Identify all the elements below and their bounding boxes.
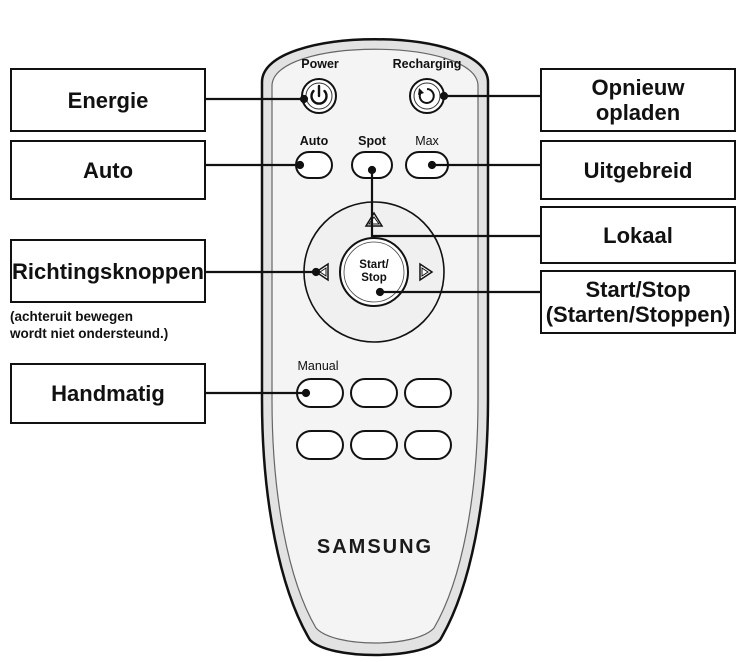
arrow-right-icon[interactable]	[419, 262, 434, 282]
auto-label: Auto	[299, 134, 329, 148]
grid-button-2-3[interactable]	[404, 430, 452, 460]
callout-handmatig: Handmatig	[10, 363, 206, 424]
leader-dot-energie	[299, 94, 309, 104]
grid-button-2-1[interactable]	[296, 430, 344, 460]
grid-button-1-2[interactable]	[350, 378, 398, 408]
samsung-logo: SAMSUNG	[316, 536, 434, 558]
richting-note: (achteruit bewegen wordt niet ondersteun…	[10, 309, 169, 341]
leader-lines	[206, 91, 540, 398]
start-stop-button[interactable]	[339, 237, 409, 307]
callout-start-stop: Start/Stop (Starten/Stoppen)	[540, 270, 736, 334]
leader-dot-startstop	[375, 287, 385, 297]
callout-auto: Auto	[10, 140, 206, 200]
leader-dot-richting	[311, 267, 321, 277]
callout-opnieuw-opladen: Opnieuw opladen	[540, 68, 736, 132]
callout-uitgebreid: Uitgebreid	[540, 140, 736, 200]
manual-label: Manual	[297, 359, 339, 373]
grid-button-2-2[interactable]	[350, 430, 398, 460]
recharge-arrow-icon	[418, 88, 435, 104]
leader-dot-uitgebreid	[427, 160, 437, 170]
leader-dot-lokaal	[367, 165, 377, 175]
leader-lokaal	[370, 170, 540, 238]
power-icon	[310, 84, 328, 105]
recharging-label: Recharging	[392, 57, 462, 71]
remote-body-inner	[271, 48, 479, 644]
callout-energie: Energie	[10, 68, 206, 132]
callout-lokaal: Lokaal	[540, 206, 736, 264]
start-stop-label: Start/ Stop	[359, 259, 389, 284]
recharging-button[interactable]	[409, 78, 445, 114]
callout-richtingsknoppen: Richtingsknoppen	[10, 239, 206, 303]
arrow-left-icon[interactable]	[314, 262, 329, 282]
leader-dot-handmatig	[301, 388, 311, 398]
leader-dot-opladen	[439, 91, 449, 101]
spot-label: Spot	[358, 134, 386, 148]
power-label: Power	[301, 57, 339, 71]
max-label: Max	[415, 134, 439, 148]
grid-button-1-3[interactable]	[404, 378, 452, 408]
leader-dot-auto	[295, 160, 305, 170]
